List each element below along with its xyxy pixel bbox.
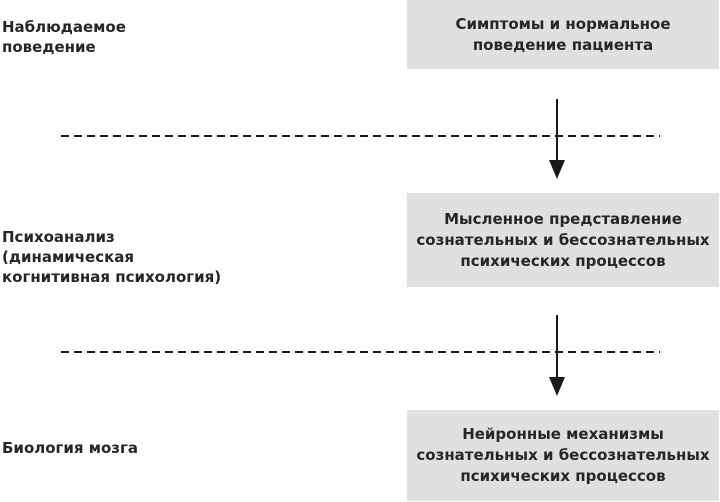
down-arrow-1-shaft xyxy=(556,99,558,162)
box-mental-representation: Мысленное представление сознательных и б… xyxy=(407,193,719,287)
row-label-observed-behavior: Наблюдаемое поведение xyxy=(2,18,126,56)
down-arrow-2-shaft xyxy=(556,315,558,379)
separator-dashed-line-2 xyxy=(61,351,660,353)
down-arrow-1-head-icon xyxy=(549,160,565,179)
separator-dashed-line-1 xyxy=(61,135,660,137)
row-label-brain-biology: Биология мозга xyxy=(2,439,138,457)
box-symptoms-normal-behavior: Симптомы и нормальное поведение пациента xyxy=(407,0,719,69)
row-label-psychoanalysis: Психоанализ (динамическая когнитивная пс… xyxy=(2,228,222,286)
box-neural-mechanisms: Нейронные механизмы сознательных и бессо… xyxy=(407,410,719,501)
down-arrow-2-head-icon xyxy=(549,377,565,396)
